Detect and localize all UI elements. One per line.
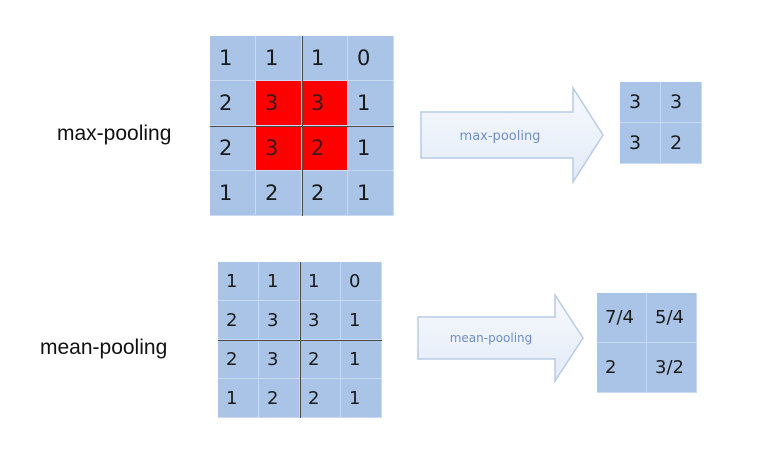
grid-cell: 2 — [218, 340, 259, 379]
mean-pooling-output-grid: 7/4 5/4 2 3/2 — [597, 293, 697, 393]
grid-cell: 0 — [341, 262, 382, 301]
grid-cell: 3 — [300, 301, 341, 340]
grid-cell-highlighted: 2 — [302, 126, 348, 171]
grid-cell: 3 — [259, 340, 300, 379]
grid-cell: 3/2 — [647, 343, 697, 393]
grid-cell: 0 — [348, 36, 394, 81]
grid-cell: 2 — [256, 171, 302, 216]
grid-cell: 2 — [597, 343, 647, 393]
mean-pooling-label: mean-pooling — [40, 336, 168, 359]
grid-cell: 2 — [300, 379, 341, 418]
grid-cell-highlighted: 3 — [256, 126, 302, 171]
max-pooling-label: max-pooling — [57, 122, 172, 145]
grid-cell: 2 — [661, 123, 702, 164]
grid-cell: 3 — [620, 82, 661, 123]
grid-cell: 2 — [218, 301, 259, 340]
grid-cell: 1 — [300, 262, 341, 301]
grid-cell-highlighted: 3 — [302, 81, 348, 126]
grid-cell: 1 — [341, 340, 382, 379]
grid-cell: 1 — [341, 379, 382, 418]
grid-cell: 1 — [256, 36, 302, 81]
grid-cell-highlighted: 3 — [256, 81, 302, 126]
grid-cell: 1 — [348, 126, 394, 171]
max-pooling-arrow-label: max-pooling — [460, 129, 541, 144]
grid-cell: 5/4 — [647, 293, 697, 343]
grid-cell: 2 — [210, 126, 256, 171]
grid-cell: 2 — [302, 171, 348, 216]
max-pooling-arrow: max-pooling — [420, 85, 604, 185]
grid-cell: 1 — [210, 36, 256, 81]
pool-divider-horizontal — [218, 340, 382, 341]
grid-cell: 7/4 — [597, 293, 647, 343]
grid-cell: 2 — [259, 379, 300, 418]
grid-cell: 2 — [210, 81, 256, 126]
grid-cell: 1 — [218, 379, 259, 418]
grid-cell: 1 — [218, 262, 259, 301]
grid-cell: 1 — [302, 36, 348, 81]
mean-pooling-arrow: mean-pooling — [417, 292, 584, 384]
grid-cell: 1 — [348, 171, 394, 216]
grid-cell: 1 — [259, 262, 300, 301]
grid-cell: 1 — [348, 81, 394, 126]
grid-cell: 3 — [620, 123, 661, 164]
max-pooling-output-grid: 3 3 3 2 — [620, 82, 702, 164]
max-pooling-input-grid: 1 1 1 0 2 3 3 1 2 3 2 1 1 2 2 1 — [210, 36, 394, 216]
pool-divider-horizontal — [210, 126, 394, 127]
grid-cell: 3 — [259, 301, 300, 340]
mean-pooling-arrow-label: mean-pooling — [450, 331, 533, 345]
grid-cell: 2 — [300, 340, 341, 379]
grid-cell: 1 — [210, 171, 256, 216]
grid-cell: 1 — [341, 301, 382, 340]
mean-pooling-input-grid: 1 1 1 0 2 3 3 1 2 3 2 1 1 2 2 1 — [218, 262, 382, 418]
grid-cell: 3 — [661, 82, 702, 123]
